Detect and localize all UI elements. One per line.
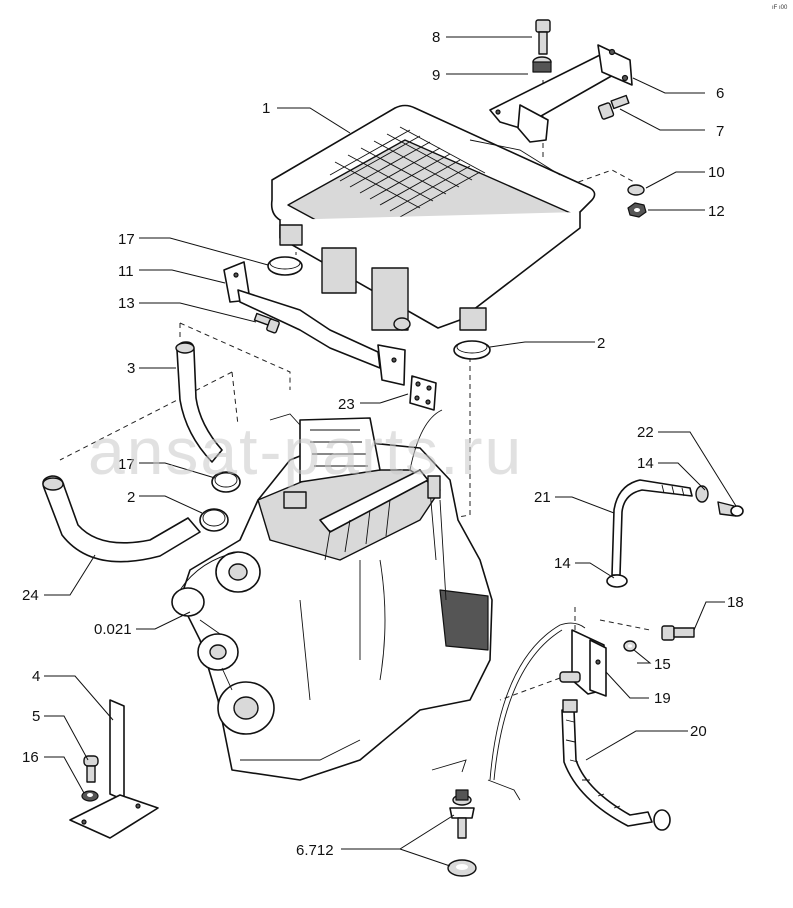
label-10: 10 xyxy=(708,164,725,181)
hose-20 xyxy=(561,699,671,831)
label-16: 16 xyxy=(22,749,39,766)
bolt-18 xyxy=(661,625,695,641)
bolt-13 xyxy=(253,312,280,334)
label-14-mid: 14 xyxy=(554,555,571,572)
hose-clamp-17-mid xyxy=(211,471,241,493)
label-18: 18 xyxy=(727,594,744,611)
engine-filler-cap xyxy=(283,491,307,509)
hose-3 xyxy=(175,341,223,463)
label-23: 23 xyxy=(338,396,355,413)
bolt-7 xyxy=(597,94,630,120)
label-6: 6 xyxy=(716,85,724,102)
label-20: 20 xyxy=(690,723,707,740)
plate-23 xyxy=(409,375,437,411)
watermark-text: ansat-parts.ru xyxy=(88,414,523,488)
bolt-8 xyxy=(535,19,551,55)
washer-10 xyxy=(627,184,645,196)
label-1: 1 xyxy=(262,100,270,117)
hose-24 xyxy=(42,475,201,563)
washer-15 xyxy=(623,640,637,652)
label-17-top: 17 xyxy=(118,231,135,248)
engine-pulley-idler xyxy=(171,587,205,617)
label-22: 22 xyxy=(637,424,654,441)
engine-block xyxy=(171,409,493,781)
leader-lines xyxy=(44,36,737,867)
label-9: 9 xyxy=(432,67,440,84)
hose-clamp-14-top xyxy=(695,485,709,503)
label-12: 12 xyxy=(708,203,725,220)
label-5: 5 xyxy=(32,708,40,725)
radiator-assembly xyxy=(270,104,596,331)
wiring-cable xyxy=(431,622,586,801)
engine-mount-6712 xyxy=(447,789,477,877)
hose-clamp-14-mid xyxy=(606,574,628,588)
label-6712: 6.712 xyxy=(296,842,334,859)
label-4: 4 xyxy=(32,668,40,685)
label-24: 24 xyxy=(22,587,39,604)
radiator-bracket-left xyxy=(321,247,357,294)
bushing-9 xyxy=(532,56,552,73)
radiator-inlet-pipe xyxy=(279,224,303,246)
lower-bracket-11 xyxy=(223,261,406,386)
fitting-22 xyxy=(717,501,744,517)
label-3: 3 xyxy=(127,360,135,377)
label-21: 21 xyxy=(534,489,551,506)
corner-code: ıF ı00 xyxy=(772,5,788,11)
bracket-19 xyxy=(559,629,607,697)
label-14-top: 14 xyxy=(637,455,654,472)
washer-16 xyxy=(81,790,99,802)
label-15: 15 xyxy=(654,656,671,673)
label-0021: 0.021 xyxy=(94,621,132,638)
label-11: 11 xyxy=(118,263,134,280)
label-8: 8 xyxy=(432,29,440,46)
label-17-mid: 17 xyxy=(118,456,135,473)
radiator-outlet-pipe xyxy=(459,307,487,331)
label-19: 19 xyxy=(654,690,671,707)
bolt-5 xyxy=(83,755,99,783)
label-2-right: 2 xyxy=(597,335,605,352)
hose-clamp-2-right xyxy=(453,340,491,360)
label-7: 7 xyxy=(716,123,724,140)
support-stand-4 xyxy=(69,699,159,839)
engine-side-cover xyxy=(439,589,489,651)
oil-tube-21 xyxy=(611,479,693,576)
nut-12 xyxy=(627,202,647,218)
radiator-drain-plug xyxy=(393,317,411,331)
upper-mounting-bracket xyxy=(489,44,633,143)
callout-labels: 8 9 1 6 7 10 12 17 11 13 2 3 23 22 14 17… xyxy=(22,29,744,859)
hose-clamp-2-left xyxy=(199,508,229,532)
hose-clamp-17-top xyxy=(267,256,303,276)
label-13: 13 xyxy=(118,295,135,312)
label-2-left: 2 xyxy=(127,489,135,506)
engine-filter-neck xyxy=(427,475,441,499)
